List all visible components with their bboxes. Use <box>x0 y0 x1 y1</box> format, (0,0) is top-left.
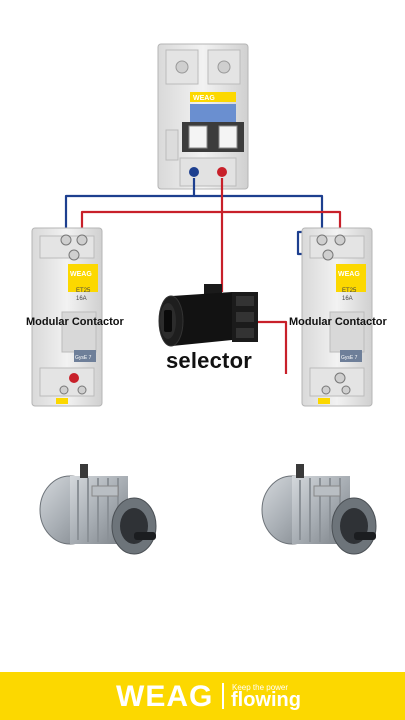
footer-banner <box>0 672 405 720</box>
footer-tagline-small: Keep the power <box>232 683 289 692</box>
wire-red-to-right <box>222 210 342 232</box>
contactor-right-series: GysE 7 <box>341 355 358 361</box>
motor-left <box>39 464 157 555</box>
contactor-right-series-label <box>340 350 362 362</box>
contactor-left-rating: 16A <box>76 296 87 302</box>
wire-blue-to-right <box>194 194 324 232</box>
wire-red-to-left <box>80 178 224 232</box>
breaker-handle-left[interactable] <box>188 125 208 149</box>
motor-right-shaft <box>354 532 376 540</box>
wires <box>38 178 342 374</box>
contactor-left-brand-tag <box>68 264 98 292</box>
contactor-left-caption: Modular Contactor <box>26 316 124 328</box>
motor-left-vent <box>80 464 88 478</box>
contactor-left-brand-logo: WEAG <box>70 271 92 278</box>
contactor-right-rating: 16A <box>342 296 353 302</box>
contactor-left: WEAG ET25 16A GysE 7 <box>31 227 103 407</box>
selector-caption: selector <box>166 348 252 373</box>
footer-divider <box>222 683 224 709</box>
motor-right <box>261 464 377 555</box>
contactor-right-caption: Modular Contactor <box>289 316 387 328</box>
motor-left-shaft <box>134 532 156 540</box>
contactor-left-series: GysE 7 <box>75 355 92 361</box>
selector-switch[interactable] <box>158 284 258 347</box>
breaker-terminal-l <box>217 167 227 177</box>
breaker-terminal-n <box>189 167 199 177</box>
contactor-right-model: ET25 <box>342 288 357 294</box>
footer-brand-logo: WEAG <box>116 680 214 713</box>
breaker-blue-label <box>190 104 236 122</box>
wire-red-selector-out <box>256 320 288 374</box>
selector-knob[interactable] <box>164 310 172 332</box>
breaker-brand-band <box>190 92 236 102</box>
contactor-right-brand-logo: WEAG <box>338 271 360 278</box>
wire-blue-to-left <box>64 178 196 232</box>
circuit-breaker: WEAG <box>157 43 249 190</box>
breaker-handle-right[interactable] <box>218 125 238 149</box>
contactor-left-terminal-a2 <box>69 373 79 383</box>
motor-right-vent <box>296 464 304 478</box>
contactor-left-series-label <box>74 350 96 362</box>
selector-bezel <box>172 292 232 346</box>
contactor-left-model: ET25 <box>76 288 91 294</box>
contactor-right: WEAG ET25 16A GysE 7 <box>301 227 373 407</box>
footer-tagline-large: flowing <box>231 689 301 711</box>
breaker-brand-logo: WEAG <box>193 95 215 102</box>
contactor-right-brand-tag <box>336 264 366 292</box>
